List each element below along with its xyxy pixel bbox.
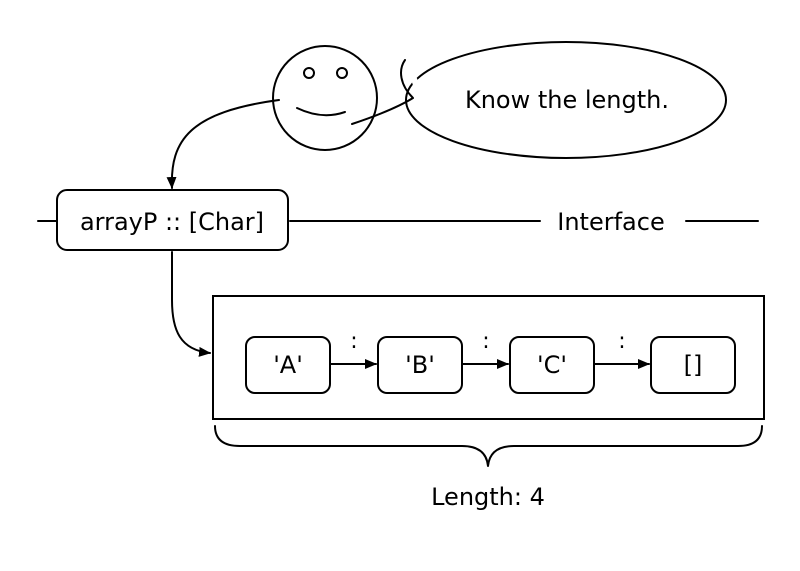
list-node: 'A' [245, 336, 331, 394]
list-node: [] [650, 336, 736, 394]
list-node-label: [] [684, 351, 703, 379]
list-node-label: 'C' [537, 351, 567, 379]
interface-line: Interface [37, 208, 759, 236]
cons-arrow: : [594, 329, 650, 369]
cons-label: : [482, 329, 489, 354]
list-node-label: 'A' [273, 351, 303, 379]
list-node: 'B' [377, 336, 463, 394]
smiley-face-icon [272, 45, 378, 151]
cons-arrow: : [462, 329, 509, 369]
type-to-list-arrow [171, 251, 211, 357]
length-label: Length: 4 [431, 483, 545, 511]
length-brace [214, 425, 763, 467]
list-node-label: 'B' [405, 351, 435, 379]
cons-label: : [618, 329, 625, 354]
type-signature-box: arrayP :: [Char] [56, 189, 289, 251]
cons-arrow: : [330, 329, 377, 369]
face-to-type-arrow [166, 99, 280, 189]
cons-label: : [350, 329, 357, 354]
list-node: 'C' [509, 336, 595, 394]
interface-label: Interface [557, 208, 664, 236]
speech-text: Know the length. [465, 86, 669, 114]
speech-bubble: Know the length. [351, 41, 727, 159]
type-signature-text: arrayP :: [Char] [80, 208, 264, 236]
